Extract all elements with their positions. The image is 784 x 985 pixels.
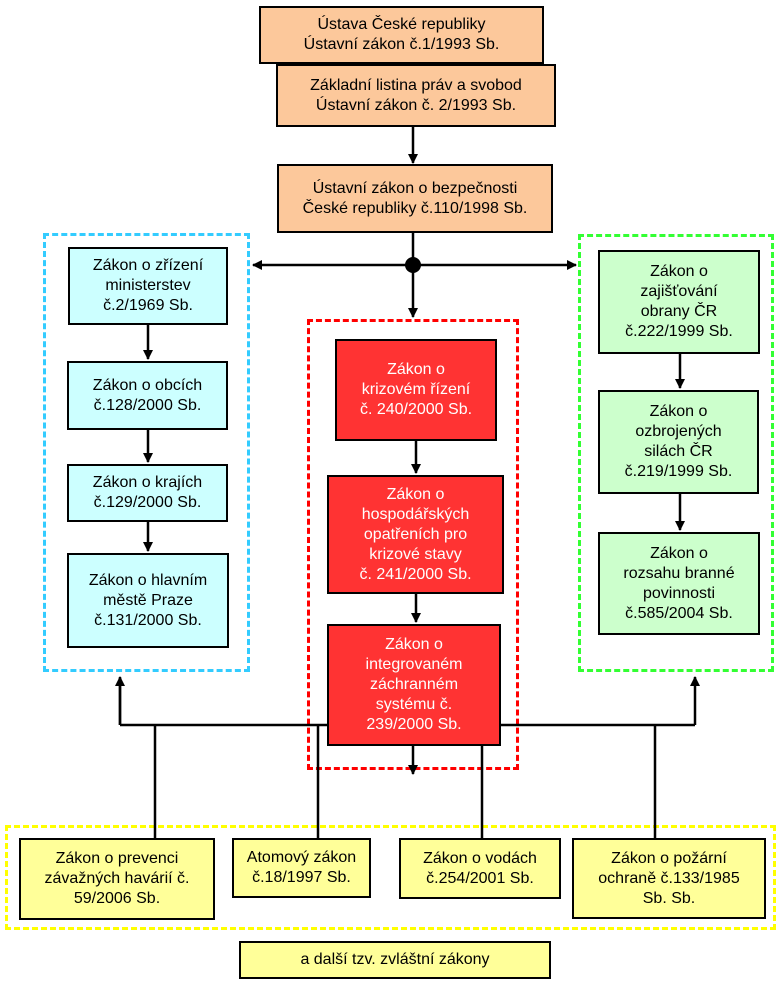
municipalities-act-box: Zákon o obcích č.128/2000 Sb. bbox=[67, 361, 228, 430]
military-obligation-act-box: Zákon o rozsahu branné povinnosti č.585/… bbox=[598, 532, 760, 635]
bottom-group-frame bbox=[5, 825, 776, 930]
ministries-act-box: Zákon o zřízení ministerstev č.2/1969 Sb… bbox=[68, 247, 228, 325]
prague-act-box: Zákon o hlavním městě Praze č.131/2000 S… bbox=[67, 553, 229, 648]
atomic-act-box: Atomový zákon č.18/1997 Sb. bbox=[232, 838, 371, 898]
crisis-management-act-box: Zákon o krizovém řízení č. 240/2000 Sb. bbox=[335, 339, 497, 441]
constitution-box: Ústava České republiky Ústavní zákon č.1… bbox=[259, 6, 544, 64]
right-group-frame bbox=[578, 234, 774, 672]
charter-box: Základní listina práv a svobod Ústavní z… bbox=[276, 64, 556, 127]
other-special-laws-box: a další tzv. zvláštní zákony bbox=[239, 941, 551, 979]
regions-act-box: Zákon o krajích č.129/2000 Sb. bbox=[67, 464, 228, 522]
water-act-box: Zákon o vodách č.254/2001 Sb. bbox=[399, 838, 561, 899]
rescue-system-act-box: Zákon o integrovaném záchranném systému … bbox=[327, 624, 501, 746]
left-group-frame bbox=[43, 233, 250, 672]
armed-forces-act-box: Zákon o ozbrojených silách ČR č.219/1999… bbox=[598, 390, 759, 494]
economic-measures-act-box: Zákon o hospodářských opatřeních pro kri… bbox=[327, 475, 504, 594]
fire-protection-act-box: Zákon o požární ochraně č.133/1985 Sb. S… bbox=[572, 838, 766, 919]
defence-act-box: Zákon o zajišťování obrany ČR č.222/1999… bbox=[598, 250, 760, 354]
accident-prevention-act-box: Zákon o prevenci závažných havárií č. 59… bbox=[19, 838, 215, 920]
security-act-box: Ústavní zákon o bezpečnosti České republ… bbox=[277, 164, 553, 233]
